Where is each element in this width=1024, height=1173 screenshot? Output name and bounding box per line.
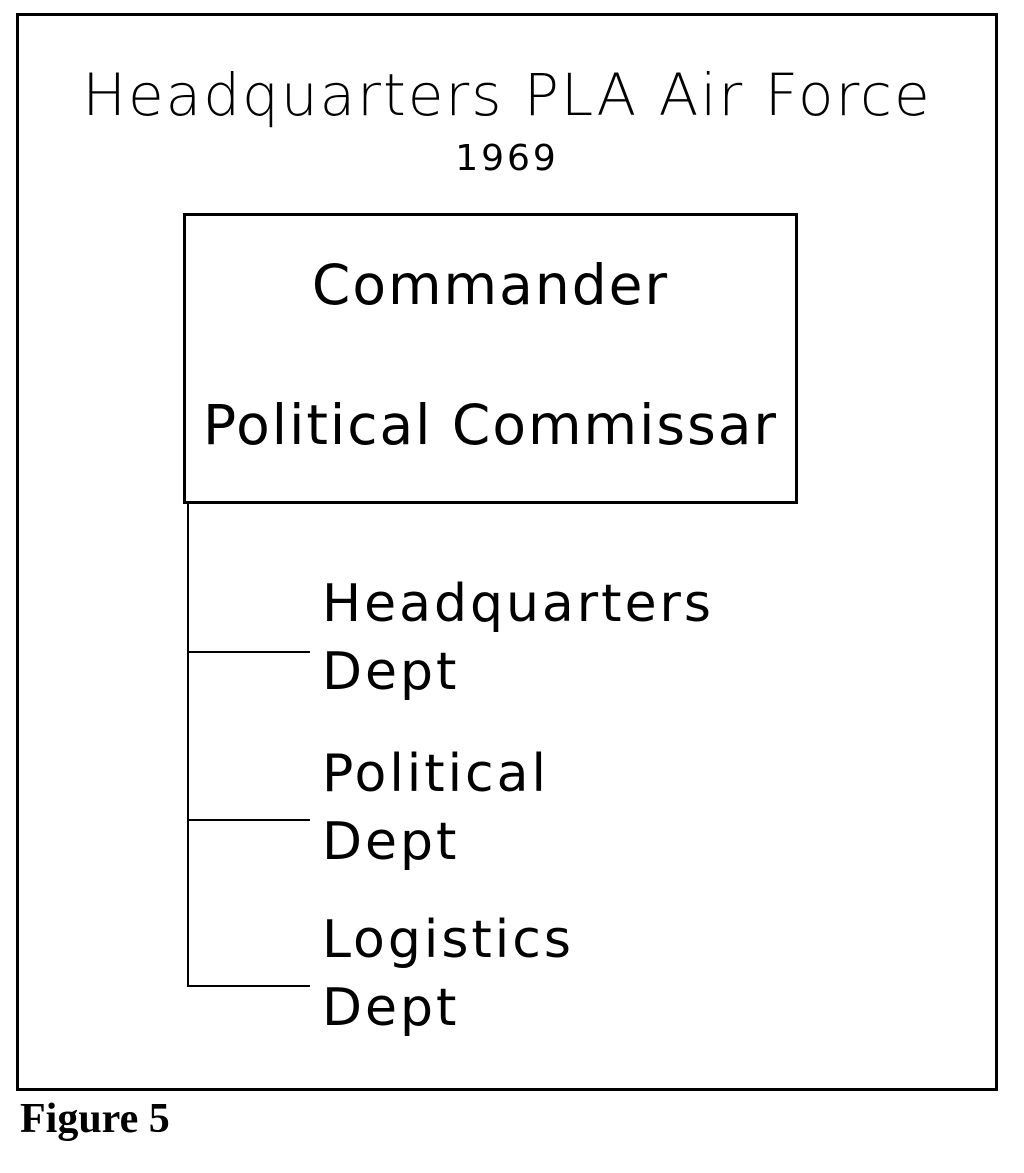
connector-branch-political xyxy=(187,819,310,821)
connector-branch-headquarters xyxy=(187,651,310,653)
dept-political: Political Dept xyxy=(322,740,549,876)
connector-branch-logistics xyxy=(187,985,310,987)
commander-label: Commander xyxy=(311,253,670,317)
dept-headquarters: Headquarters Dept xyxy=(322,570,714,706)
figure-caption: Figure 5 xyxy=(20,1096,170,1142)
diagram-title: Headquarters PLA Air Force xyxy=(82,61,932,129)
dept-headquarters-name: Headquarters xyxy=(322,574,715,634)
political-commissar-label: Political Commissar xyxy=(202,393,779,457)
command-box: Commander Political Commissar xyxy=(183,213,798,504)
dept-political-name: Political xyxy=(322,744,549,804)
dept-logistics-name: Logistics xyxy=(322,910,574,970)
dept-headquarters-suffix: Dept xyxy=(322,642,460,702)
dept-logistics: Logistics Dept xyxy=(322,906,574,1042)
diagram-frame xyxy=(16,13,998,1091)
dept-political-suffix: Dept xyxy=(322,812,460,872)
connector-trunk xyxy=(187,503,189,987)
diagram-year: 1969 xyxy=(455,138,559,179)
dept-logistics-suffix: Dept xyxy=(322,978,460,1038)
